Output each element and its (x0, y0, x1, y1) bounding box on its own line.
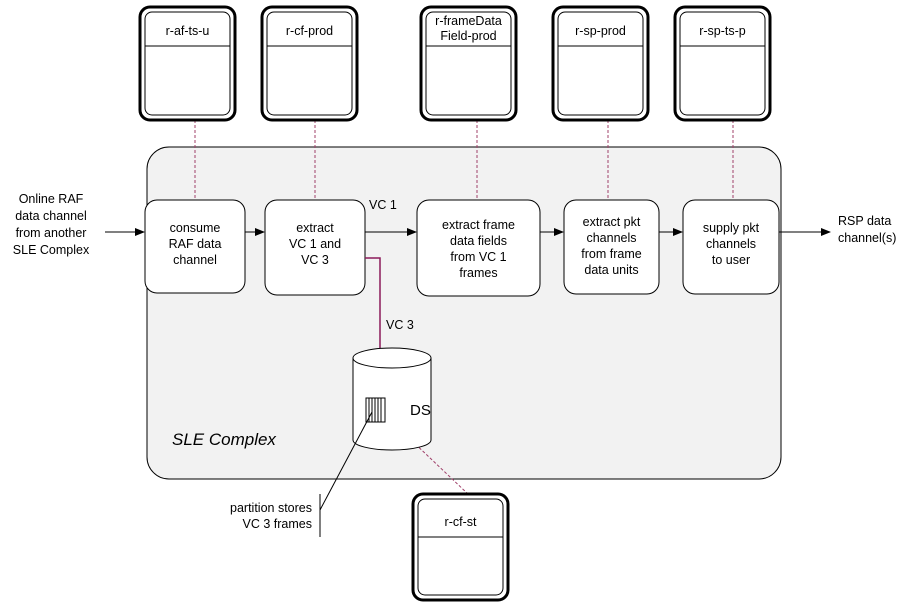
process-extract-fdf-line-2: data fields (450, 234, 507, 248)
process-supply-pkt: supply pkt channels to user (682, 199, 780, 295)
process-extract-pkt-line-2: channels (586, 231, 636, 245)
port-fdf-label-1: r-frameData (435, 14, 502, 28)
port-raf: r-af-ts-u (138, 5, 237, 122)
port-cf: r-cf-prod (260, 5, 359, 122)
port-sptsp-label: r-sp-ts-p (699, 24, 746, 38)
input-label: Online RAF data channel from another SLE… (13, 192, 90, 257)
output-label-line-1: RSP data (838, 214, 891, 228)
process-consume-line-1: consume (170, 221, 221, 235)
process-extract-pkt-line-3: from frame (581, 247, 641, 261)
process-consume-line-2: RAF data (169, 237, 222, 251)
process-extract-pkt-line-1: extract pkt (583, 215, 641, 229)
arrow-vc3 (365, 257, 384, 369)
input-label-line-4: SLE Complex (13, 243, 90, 257)
partition-leader-line (319, 411, 373, 511)
vc1-label: VC 1 (369, 198, 397, 212)
partition-note-line-1: partition stores (230, 501, 312, 515)
port-cf-label: r-cf-prod (286, 24, 333, 38)
process-extract-vc-line-3: VC 3 (301, 253, 329, 267)
process-supply-pkt-line-1: supply pkt (703, 221, 760, 235)
process-extract-vc-line-2: VC 1 and (289, 237, 341, 251)
datastore-ds: DS (352, 347, 432, 451)
partition-note: partition stores VC 3 frames (230, 411, 373, 537)
input-label-line-2: data channel (15, 209, 87, 223)
vc3-label: VC 3 (386, 318, 414, 332)
process-extract-fdf: extract frame data fields from VC 1 fram… (416, 199, 541, 297)
port-sp: r-sp-prod (551, 5, 650, 122)
process-consume-line-3: channel (173, 253, 217, 267)
process-extract-pkt: extract pkt channels from frame data uni… (563, 199, 660, 295)
partition-stripes (365, 397, 386, 423)
process-extract-fdf-line-3: from VC 1 (450, 250, 506, 264)
process-consume: consume RAF data channel (144, 199, 246, 294)
port-fdf-label-2: Field-prod (440, 29, 496, 43)
input-label-line-1: Online RAF (19, 192, 84, 206)
port-raf-label: r-af-ts-u (166, 24, 210, 38)
process-supply-pkt-line-2: channels (706, 237, 756, 251)
sle-complex-label: SLE Complex (172, 430, 276, 449)
input-label-line-3: from another (16, 226, 87, 240)
process-extract-vc: extract VC 1 and VC 3 (264, 199, 366, 296)
partition-note-line-2: VC 3 frames (243, 517, 312, 531)
port-cfst-label: r-cf-st (445, 515, 477, 529)
port-fdf: r-frameData Field-prod (419, 5, 518, 122)
process-extract-vc-line-1: extract (296, 221, 334, 235)
process-supply-pkt-line-3: to user (712, 253, 750, 267)
port-sptsp: r-sp-ts-p (673, 5, 772, 122)
output-label: RSP data channel(s) (838, 214, 896, 245)
process-extract-fdf-line-1: extract frame (442, 218, 515, 232)
datastore-label: DS (410, 402, 431, 419)
port-sp-label: r-sp-prod (575, 24, 626, 38)
output-label-line-2: channel(s) (838, 231, 896, 245)
port-cfst: r-cf-st (411, 492, 510, 602)
process-extract-fdf-line-4: frames (459, 266, 497, 280)
process-extract-pkt-line-4: data units (584, 263, 638, 277)
